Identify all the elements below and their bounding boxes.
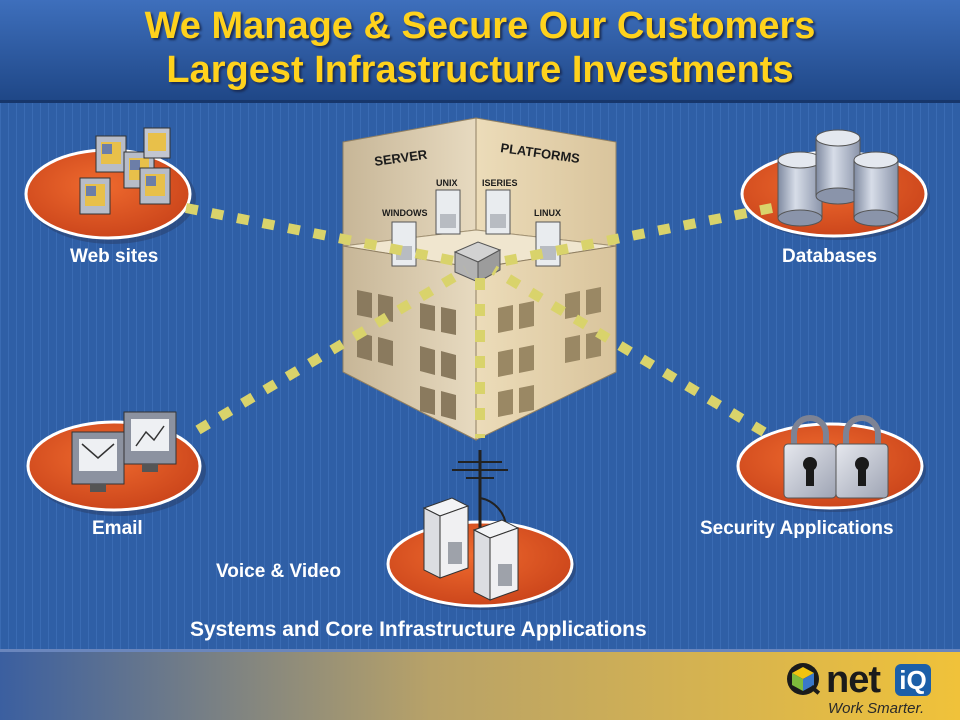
server-tower-icon: WINDOWS	[382, 208, 428, 267]
header-band	[0, 0, 960, 100]
label-databases: Databases	[782, 246, 878, 267]
label-web-sites: Web sites	[70, 246, 159, 267]
server-tower-icon: UNIX	[435, 178, 461, 235]
label-security-applications: Security Applications	[700, 518, 894, 539]
netiq-tagline: Work Smarter.	[828, 700, 925, 717]
footer-caption: Systems and Core Infrastructure Applicat…	[190, 618, 647, 641]
slide-title-line-2: Largest Infrastructure Investments	[166, 49, 794, 91]
server-label-linux: LINUX	[534, 208, 561, 218]
netiq-logo-net: net	[826, 659, 881, 701]
central-hub-box	[453, 241, 502, 283]
building-left-label: SERVER	[373, 147, 428, 169]
database-icon	[777, 129, 899, 227]
padlock-icon	[783, 415, 889, 499]
connector-lines	[185, 203, 773, 438]
server-label-windows: WINDOWS	[382, 208, 428, 218]
server-platforms-building: SERVER PLATFORMS UNIX ISERIES WINDOWS LI…	[342, 117, 617, 441]
server-label-iseries: ISERIES	[482, 178, 518, 188]
label-email: Email	[92, 518, 143, 539]
monitor-icon	[79, 127, 171, 215]
netiq-logo-iq: iQ	[895, 664, 931, 696]
label-voice-video: Voice & Video	[216, 561, 341, 582]
server-tower-icon: ISERIES	[482, 178, 518, 235]
server-tower-icon	[422, 497, 520, 601]
server-label-unix: UNIX	[436, 178, 458, 188]
slide-title-line-1: We Manage & Secure Our Customers	[144, 5, 816, 47]
email-monitor-icon	[71, 411, 177, 492]
netiq-logo-mark	[787, 663, 821, 695]
